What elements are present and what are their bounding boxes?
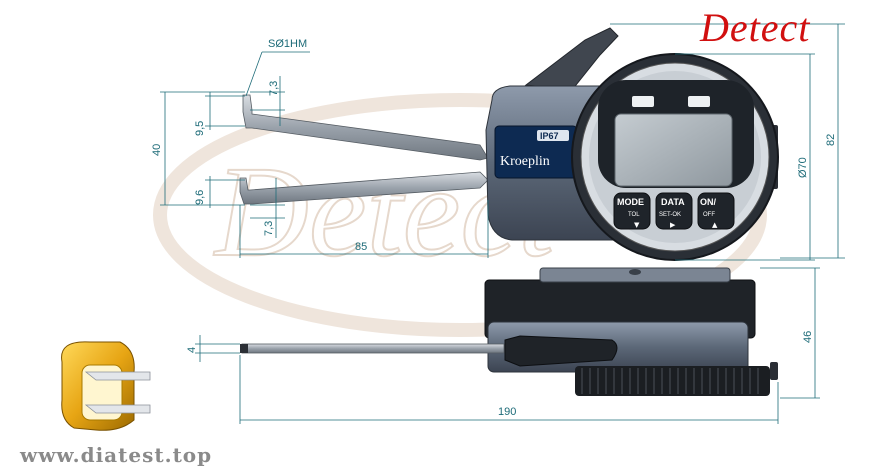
indicator-right bbox=[688, 96, 710, 107]
on-off-button-label: ON/ bbox=[700, 197, 717, 207]
ip-badge bbox=[537, 130, 569, 141]
dim-range: 40 bbox=[151, 144, 163, 156]
dim-thickness: 46 bbox=[802, 331, 814, 343]
lcd-display bbox=[614, 113, 733, 187]
dimensions: SØ1HM 7,3 9,5 40 9,6 7,3 85 Ø70 bbox=[151, 23, 845, 424]
dim-tip-lower: 7,3 bbox=[263, 221, 275, 236]
side-view bbox=[240, 267, 778, 396]
dim-arm-length: 85 bbox=[355, 241, 367, 253]
mode-button[interactable]: MODE TOL ▼ bbox=[613, 192, 651, 230]
data-button-sub: SET-OK bbox=[659, 212, 681, 218]
dim-total-length: 190 bbox=[498, 406, 516, 418]
mode-button-sub: TOL bbox=[628, 212, 640, 218]
dim-dial-diameter: Ø70 bbox=[797, 157, 809, 178]
knurled-wheel[interactable] bbox=[575, 366, 770, 396]
data-button[interactable]: DATA SET-OK ▶ bbox=[655, 192, 693, 230]
dim-jaw-upper: 9,5 bbox=[194, 121, 206, 136]
dim-total-height: 82 bbox=[825, 134, 837, 146]
side-arm bbox=[241, 343, 505, 354]
dim-tip: SØ1HM bbox=[268, 38, 307, 50]
data-button-label: DATA bbox=[661, 197, 685, 207]
mode-button-label: MODE bbox=[617, 197, 644, 207]
indicator-left bbox=[632, 96, 654, 107]
brand-logo: Detect bbox=[700, 5, 811, 50]
dim-arm-thickness: 4 bbox=[186, 347, 198, 353]
lever[interactable] bbox=[524, 27, 619, 91]
bore-insert-illustration bbox=[61, 341, 151, 431]
ip-rating: IP67 bbox=[540, 131, 559, 141]
on-off-button[interactable]: ON/ OFF ▲ bbox=[697, 192, 735, 230]
data-button-arrow: ▶ bbox=[670, 221, 676, 229]
on-off-button-arrow: ▲ bbox=[712, 221, 718, 229]
mode-button-arrow: ▼ bbox=[634, 221, 640, 229]
maker-name: Kroeplin bbox=[500, 154, 550, 169]
dim-tip-upper: 7,3 bbox=[268, 81, 280, 96]
on-off-button-sub: OFF bbox=[703, 212, 715, 218]
website-url[interactable]: www.diatest.top bbox=[20, 443, 213, 467]
dim-jaw-lower: 9,6 bbox=[194, 190, 206, 205]
side-lever[interactable] bbox=[504, 335, 618, 367]
